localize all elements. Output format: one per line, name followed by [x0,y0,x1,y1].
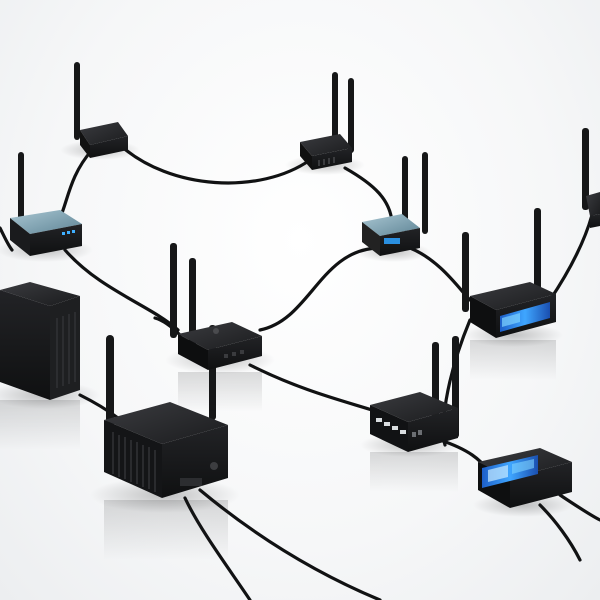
router-right-screen [462,208,556,338]
router-bottom-right-screen [478,448,572,508]
router-top-center [300,72,354,170]
floor-reflections [0,340,556,560]
router-center-main [170,243,262,420]
router-center-small [362,152,428,256]
switch-center-right [370,336,459,452]
router-top-left [74,62,128,158]
router-edge-right [582,128,600,228]
tower-server-left [0,282,80,400]
mini-pc-front [104,335,228,498]
router-left-blue [10,152,82,256]
